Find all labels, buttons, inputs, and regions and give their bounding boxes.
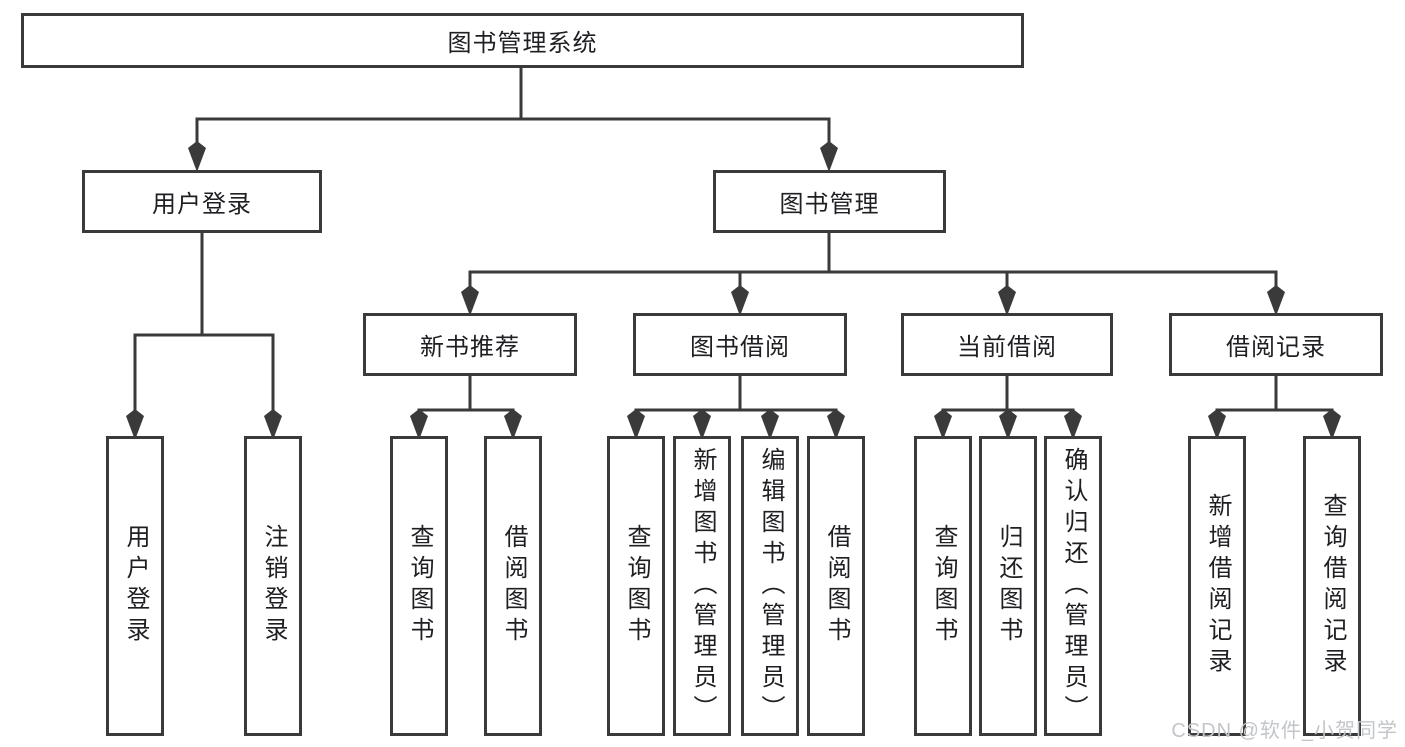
node-book-borrowing: 图书借阅 [633,313,847,376]
leaf-label: 查询图书 [623,524,650,648]
node-library-management-system: 图书管理系统 [21,13,1024,68]
arrow-down-icon [827,409,845,440]
arrow-down-icon [126,409,144,440]
arrow-down-icon [820,141,838,172]
leaf-label: 归还图书 [995,524,1022,648]
arrow-down-icon [264,409,282,440]
leaf-user-login: 用户登录 [106,436,164,736]
node-label: 用户登录 [152,191,252,218]
leaf-label: 编辑图书（管理员） [757,446,784,726]
arrow-down-icon [693,409,711,440]
leaf-label: 注销登录 [260,524,287,648]
leaf-edit-books-admin: 编辑图书（管理员） [741,436,799,736]
node-current-borrowing: 当前借阅 [901,313,1113,376]
node-label: 图书借阅 [690,334,790,361]
leaf-query-books-borrowing: 查询图书 [607,436,665,736]
node-label: 借阅记录 [1226,334,1326,361]
leaf-query-books-current: 查询图书 [914,436,972,736]
node-label: 新书推荐 [420,334,520,361]
arrow-down-icon [761,409,779,440]
arrow-down-icon [410,409,428,440]
node-user-login: 用户登录 [82,170,322,233]
leaf-borrow-books-borrowing: 借阅图书 [807,436,865,736]
arrow-down-icon [188,141,206,172]
watermark-text: CSDN @软件_小贺同学 [1171,720,1398,742]
node-new-book-recommendation: 新书推荐 [363,313,577,376]
leaf-add-books-admin: 新增图书（管理员） [673,436,731,736]
arrow-down-icon [999,409,1017,440]
leaf-borrow-books-recommend: 借阅图书 [484,436,542,736]
leaf-add-borrow-record: 新增借阅记录 [1188,436,1246,736]
leaf-label: 查询借阅记录 [1319,493,1346,679]
leaf-query-borrow-record: 查询借阅记录 [1303,436,1361,736]
arrow-down-icon [504,409,522,440]
node-label: 图书管理 [779,191,880,218]
leaf-label: 借阅图书 [823,524,850,648]
arrow-down-icon [998,285,1016,316]
leaf-label: 新增借阅记录 [1204,493,1231,679]
node-label: 当前借阅 [957,334,1057,361]
leaf-label: 借阅图书 [500,524,527,648]
arrow-down-icon [934,409,952,440]
leaf-label: 确认归还（管理员） [1060,446,1087,726]
leaf-label: 查询图书 [406,524,433,648]
leaf-confirm-return-admin: 确认归还（管理员） [1044,436,1102,736]
node-label: 图书管理系统 [447,30,598,57]
node-borrowing-records: 借阅记录 [1169,313,1383,376]
arrow-down-icon [1064,409,1082,440]
leaf-return-books: 归还图书 [979,436,1037,736]
arrow-down-icon [627,409,645,440]
arrow-down-icon [1208,409,1226,440]
arrow-down-icon [1323,409,1341,440]
leaf-label: 查询图书 [930,524,957,648]
arrow-down-icon [461,285,479,316]
leaf-label: 用户登录 [122,524,149,648]
arrow-down-icon [731,285,749,316]
arrowhead-icons [126,141,1341,440]
leaf-label: 新增图书（管理员） [689,446,716,726]
node-book-management: 图书管理 [713,170,946,233]
leaf-logout-login: 注销登录 [244,436,302,736]
leaf-query-books-recommend: 查询图书 [390,436,448,736]
arrow-down-icon [1267,285,1285,316]
